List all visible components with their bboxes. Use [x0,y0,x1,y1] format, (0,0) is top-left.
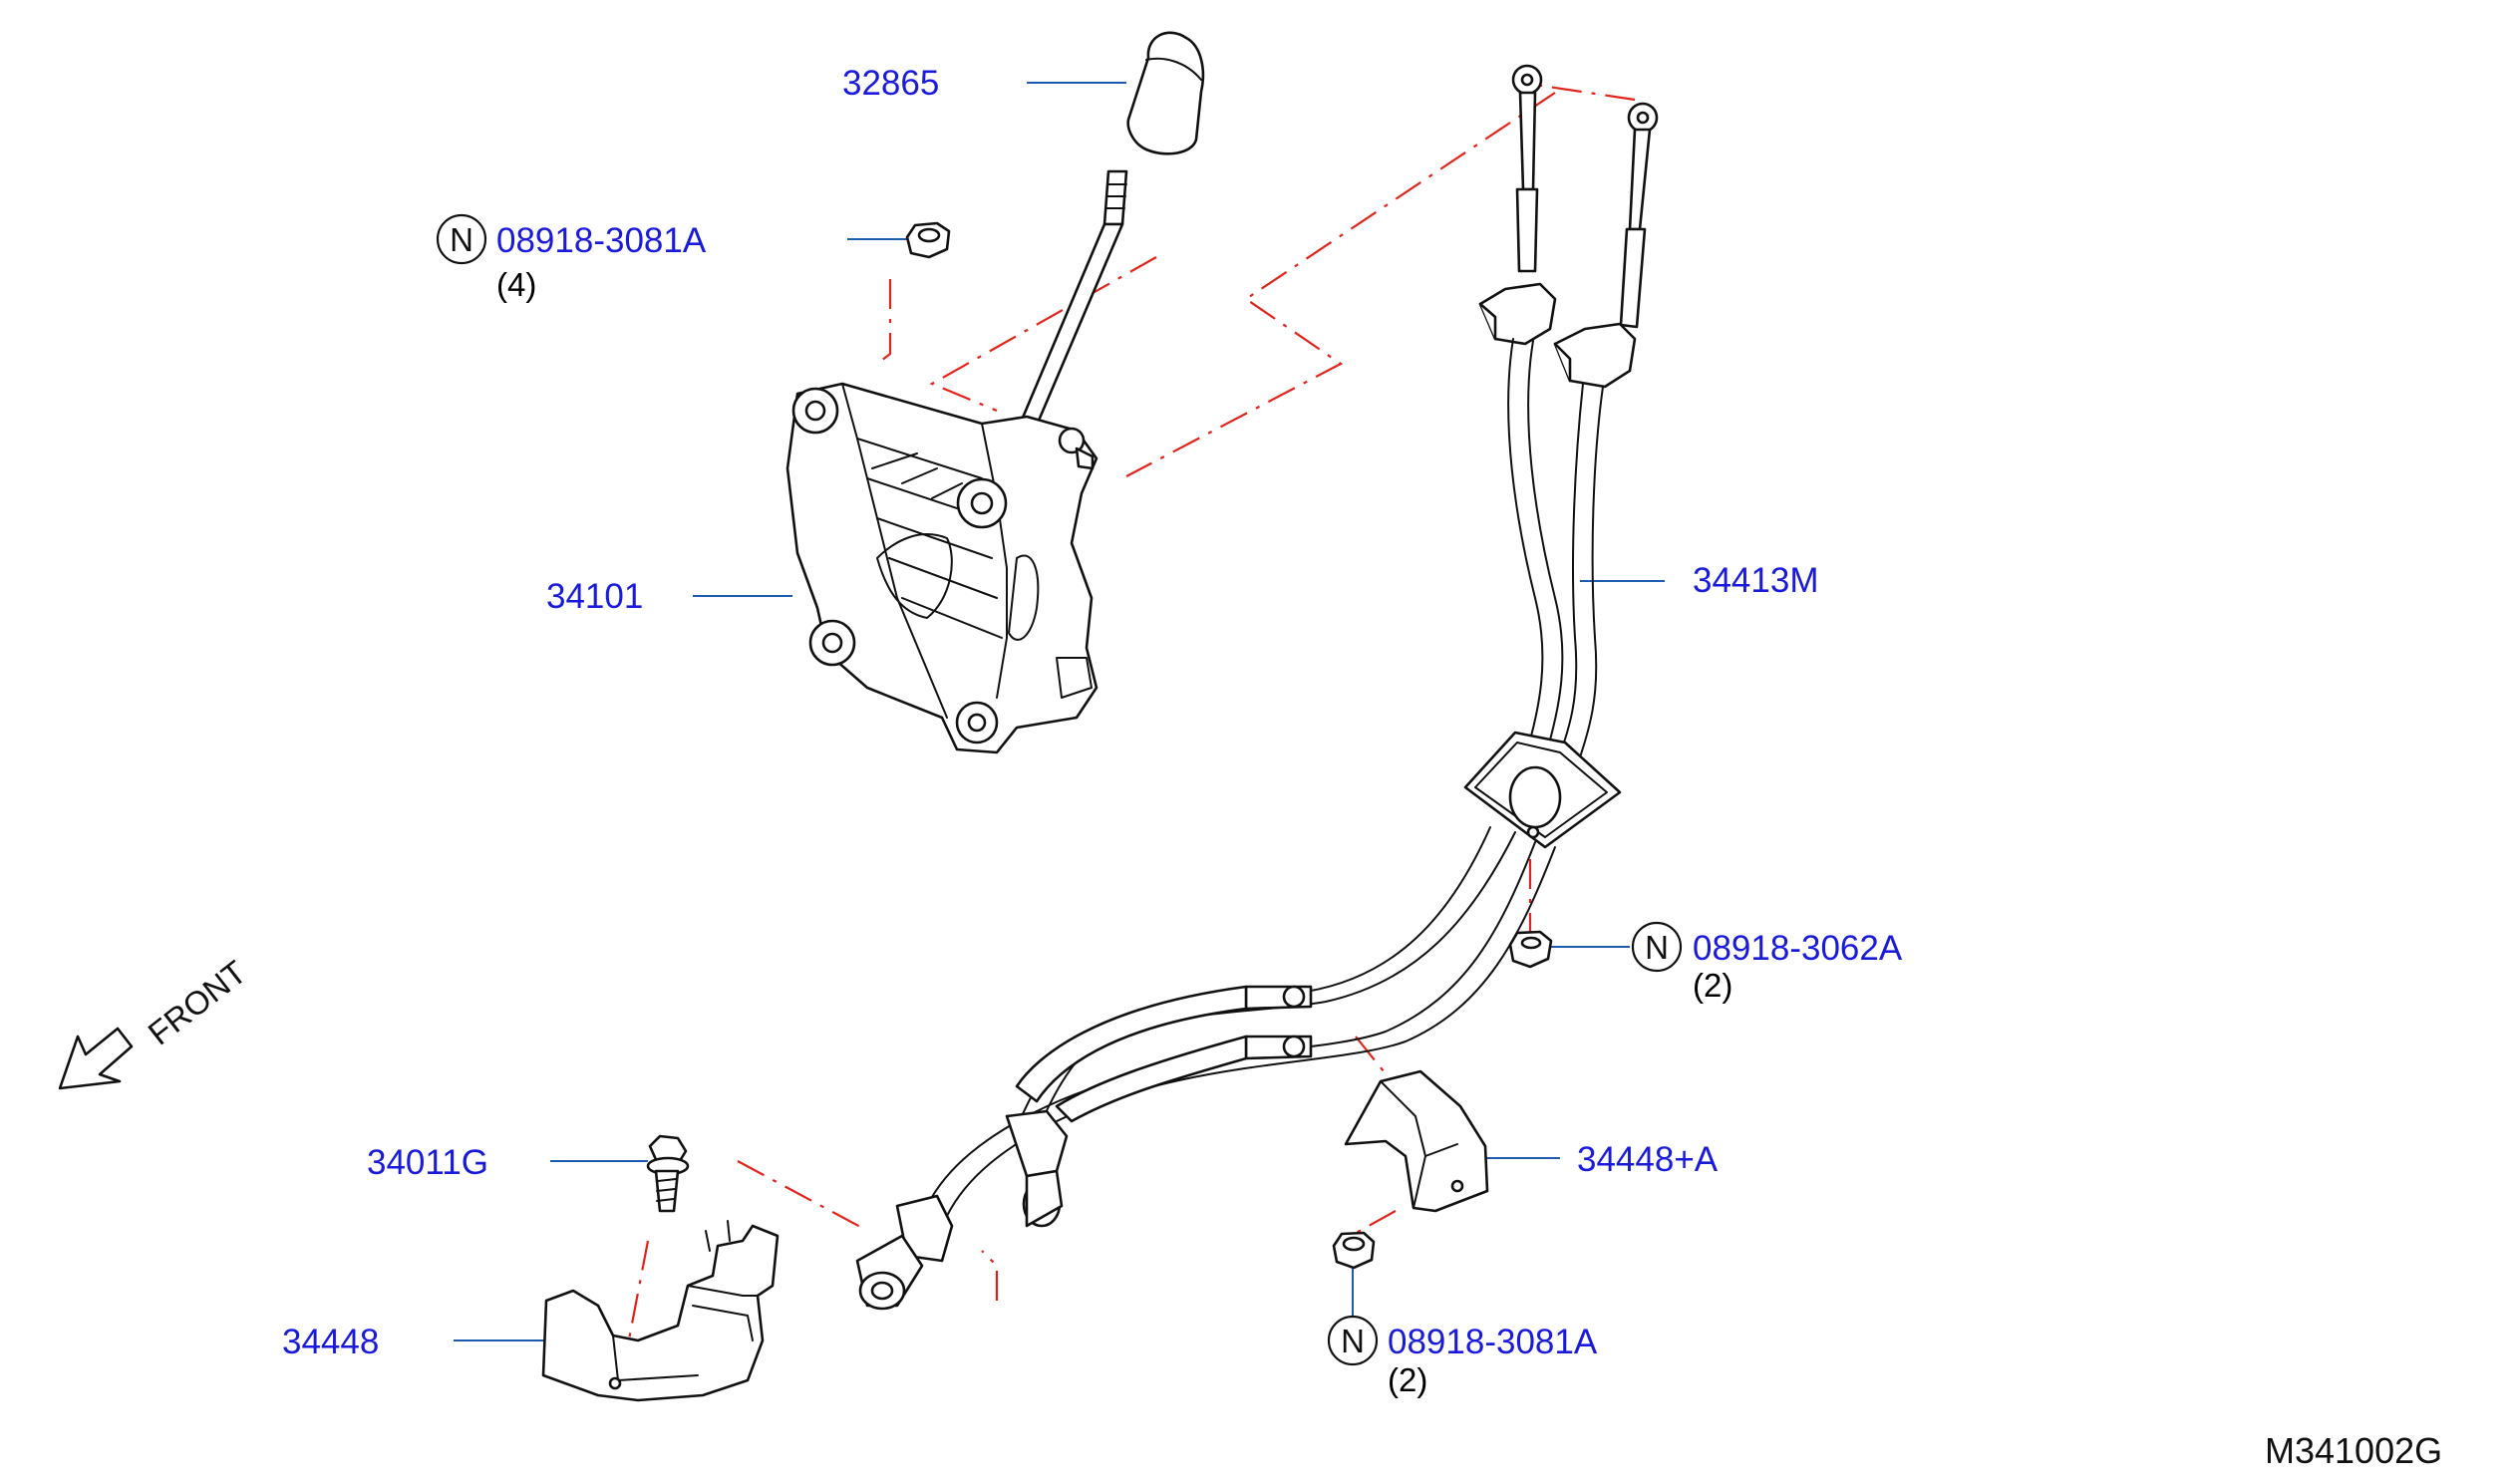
qty-top-nut: (4) [496,266,536,303]
label-34011G: 34011G [367,1143,488,1182]
callout-labels: 32865 N 08918-3081A (4) 34101 34413M N 0… [282,64,2442,1471]
dash-line-lever-frame [929,256,1157,413]
dash-line-bracket-a [1355,1036,1397,1087]
dash-line-cable-to-lever [1125,92,1556,477]
n-marker: N [450,221,473,258]
bolt [646,1134,690,1213]
shift-lever [1010,169,1128,450]
n-circle-icon [436,213,487,265]
dash-line-nut-bottom [1350,1210,1397,1237]
label-32865: 32865 [842,64,939,103]
n-circle-icon [1327,1315,1379,1366]
front-arrow-icon [58,1027,134,1090]
label-08918-3081A-bottom: 08918-3081A [1388,1323,1598,1361]
label-34448: 34448 [282,1323,379,1361]
bracket-a [1344,1069,1489,1213]
n-marker: N [1645,929,1669,966]
qty-bottom-nut: (2) [1388,1361,1427,1398]
front-label: FRONT [142,953,253,1051]
leader-lines [454,82,1665,1341]
nut-bottom [1332,1231,1376,1270]
bracket [541,1220,780,1402]
label-34101: 34101 [546,577,643,616]
label-34413M: 34413M [1693,561,1818,600]
label-08918-3062A: 08918-3062A [1693,929,1903,968]
diagram-code: M341002G [2265,1430,2442,1471]
shift-cable [855,64,1659,1311]
dash-line-cable-ends [1534,83,1636,102]
label-08918-3081A-top: 08918-3081A [496,221,707,260]
n-marker: N [1341,1323,1365,1359]
dash-line-bracket-cable [737,1160,863,1229]
nut-top [905,221,951,259]
front-arrow: FRONT [58,953,253,1090]
dash-line-nut-top [876,279,892,365]
qty-grommet-nut: (2) [1693,967,1732,1004]
label-34448A: 34448+A [1577,1140,1719,1179]
n-circle-icon [1631,921,1683,973]
nut-grommet [1508,930,1553,969]
shift-knob [1126,31,1205,155]
dash-line-socket [981,1250,999,1301]
shifter-base [785,382,1099,754]
